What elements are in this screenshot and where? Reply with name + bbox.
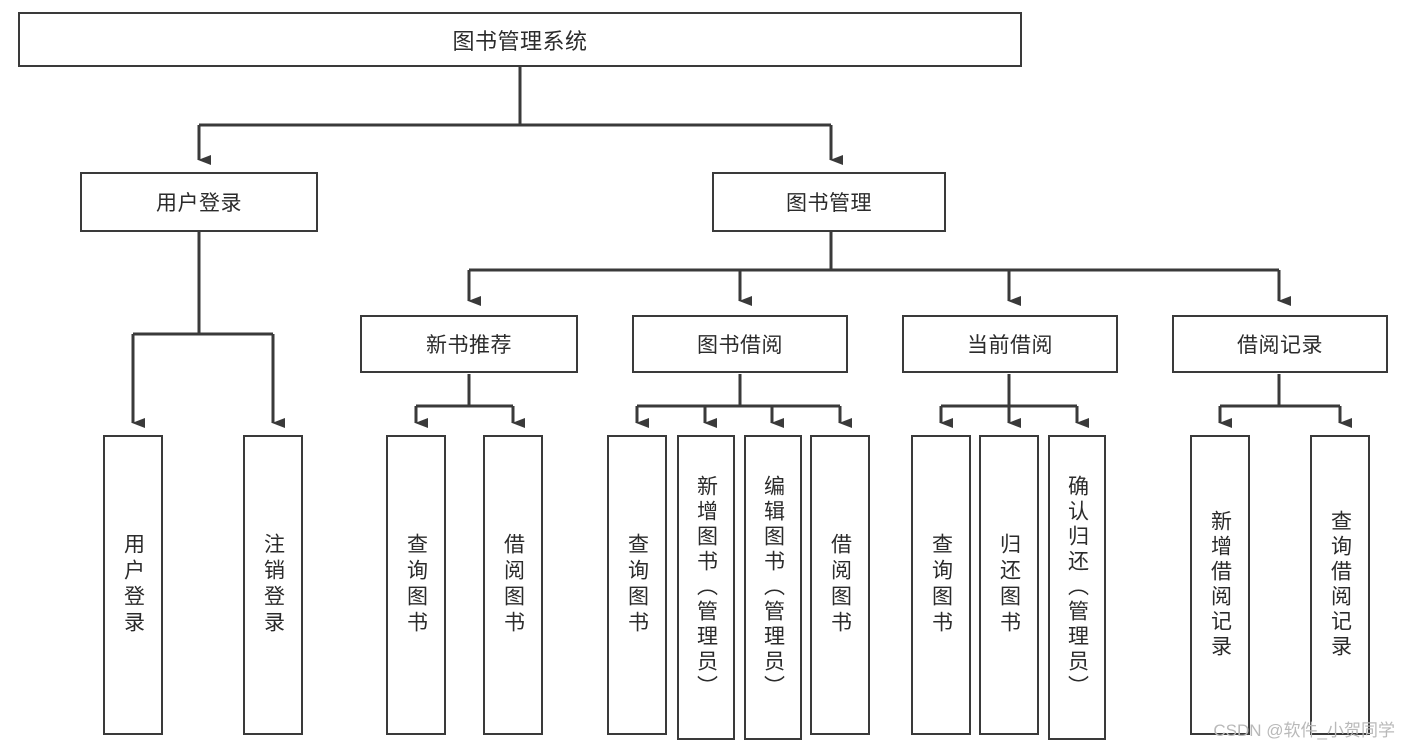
node-borrow-record[interactable]: 借阅记录 — [1172, 315, 1388, 373]
node-user-login[interactable]: 用户登录 — [80, 172, 318, 232]
node-query-book-3[interactable]: 查询图书 — [911, 435, 971, 735]
node-return-book[interactable]: 归还图书 — [979, 435, 1039, 735]
node-edit-book-admin[interactable]: 编辑图书（管理员） — [744, 435, 802, 740]
csdn-watermark: CSDN @软件_小贺同学 — [1213, 721, 1395, 740]
node-book-manage[interactable]: 图书管理 — [712, 172, 946, 232]
node-current-borrow[interactable]: 当前借阅 — [902, 315, 1118, 373]
node-borrow-book-2[interactable]: 借阅图书 — [810, 435, 870, 735]
node-confirm-return-admin[interactable]: 确认归还（管理员） — [1048, 435, 1106, 740]
node-query-borrow-record[interactable]: 查询借阅记录 — [1310, 435, 1370, 735]
node-book-borrow[interactable]: 图书借阅 — [632, 315, 848, 373]
node-root-book-management-system[interactable]: 图书管理系统 — [18, 12, 1022, 67]
node-add-borrow-record[interactable]: 新增借阅记录 — [1190, 435, 1250, 735]
node-new-book-recommend[interactable]: 新书推荐 — [360, 315, 578, 373]
node-user-login-leaf[interactable]: 用户登录 — [103, 435, 163, 735]
node-query-book-1[interactable]: 查询图书 — [386, 435, 446, 735]
node-borrow-book-1[interactable]: 借阅图书 — [483, 435, 543, 735]
node-query-book-2[interactable]: 查询图书 — [607, 435, 667, 735]
node-user-logout-leaf[interactable]: 注销登录 — [243, 435, 303, 735]
node-add-book-admin[interactable]: 新增图书（管理员） — [677, 435, 735, 740]
